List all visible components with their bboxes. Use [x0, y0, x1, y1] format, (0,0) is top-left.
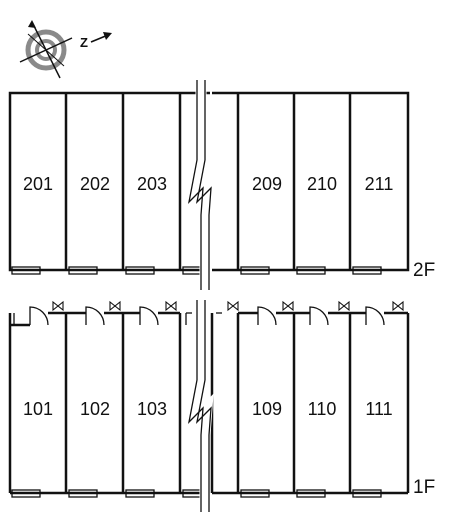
floor-label: 1F — [413, 477, 435, 498]
meter-box-icon — [52, 300, 404, 312]
unit-number: 111 — [365, 399, 392, 419]
unit-number: 102 — [80, 399, 110, 419]
break-line — [184, 300, 214, 512]
floor-2f: 201 202 203 209 210 211 2F — [8, 80, 435, 290]
unit-number: 209 — [252, 174, 282, 194]
compass: Z — [19, 20, 112, 79]
balcony-rail — [11, 489, 382, 498]
balcony-rail — [11, 266, 382, 275]
north-arrow-compass-icon — [19, 20, 73, 79]
unit-number: 103 — [137, 399, 167, 419]
unit-number: 210 — [307, 174, 337, 194]
unit-number: 203 — [137, 174, 167, 194]
unit-number: 109 — [252, 399, 282, 419]
compass-label: Z — [80, 35, 88, 50]
unit-number: 101 — [23, 399, 53, 419]
door-swing — [29, 306, 385, 326]
compass-arrow-icon — [90, 32, 112, 43]
floor-1f: 101 102 103 109 110 111 1F — [8, 300, 435, 512]
unit-number: 110 — [308, 399, 337, 419]
floor-label: 2F — [413, 260, 435, 281]
unit-number: 202 — [80, 174, 110, 194]
unit-number: 211 — [365, 174, 394, 194]
unit-number: 201 — [23, 174, 53, 194]
break-line — [184, 80, 214, 290]
